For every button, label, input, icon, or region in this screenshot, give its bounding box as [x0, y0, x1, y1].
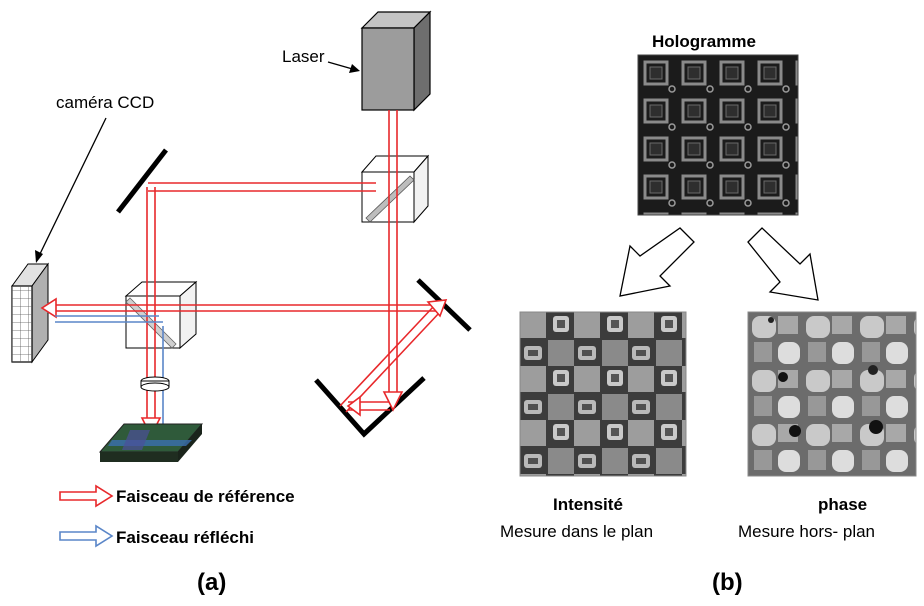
top-left-mirror: [116, 148, 168, 214]
legend: Faisceau de référence Faisceau réfléchi: [59, 484, 295, 548]
laser-icon: [360, 10, 432, 112]
legend-reference-arrow-icon: [59, 484, 114, 508]
arrow-to-intensity-icon: [619, 227, 695, 297]
hologram-image: [637, 54, 799, 216]
ccd-camera-icon: [11, 262, 49, 364]
arrow-to-phase-icon: [747, 227, 819, 301]
laser-pointer-arrow: [327, 61, 360, 73]
phase-title: phase: [818, 495, 867, 514]
reference-beam-paths: [52, 110, 441, 424]
intensity-subtitle: Mesure dans le plan: [500, 522, 653, 541]
sample-icon: [98, 423, 204, 462]
intensity-title: Intensité: [553, 495, 623, 514]
legend-reference-label: Faisceau de référence: [116, 487, 295, 506]
objective-lens-icon: [140, 376, 170, 392]
laser-label: Laser: [282, 47, 325, 66]
intensity-image: [519, 311, 687, 477]
legend-reflected-arrow-icon: [59, 524, 114, 548]
panel-a-caption: (a): [197, 569, 226, 596]
panel-b: Hologramme Intensité Mesure dans le plan: [500, 32, 917, 596]
lower-beam-splitter-icon: [124, 280, 198, 350]
upper-beam-splitter-icon: [360, 154, 430, 224]
ccd-camera-label: caméra CCD: [56, 93, 154, 112]
reflected-beam-path: [55, 315, 164, 424]
corner-reflector: [314, 376, 426, 438]
hologram-title: Hologramme: [652, 32, 756, 51]
phase-image: [747, 311, 917, 477]
panel-a: Laser caméra CCD: [11, 10, 472, 596]
legend-reflected-label: Faisceau réfléchi: [116, 528, 254, 547]
panel-b-caption: (b): [712, 569, 743, 596]
phase-subtitle: Mesure hors- plan: [738, 522, 875, 541]
camera-pointer-arrow: [35, 117, 107, 263]
